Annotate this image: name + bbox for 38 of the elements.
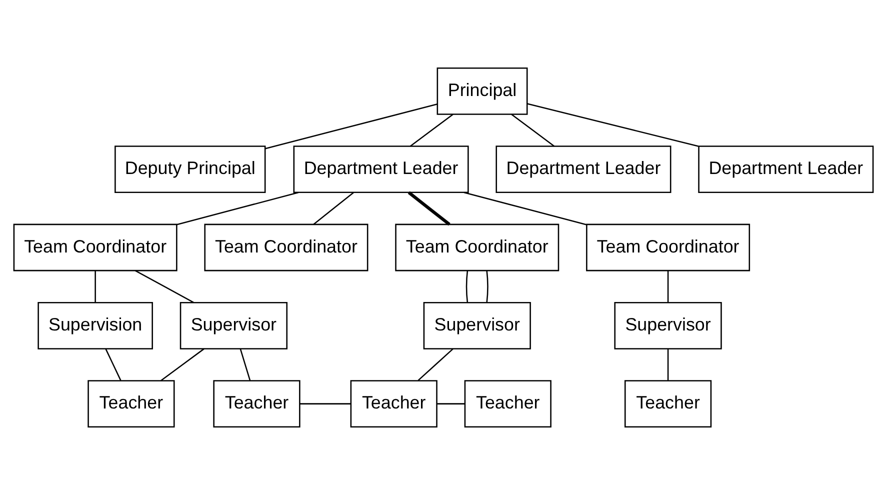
connector: [300, 402, 351, 404]
connector: [94, 270, 96, 302]
connector: [437, 402, 465, 404]
node-box: Teacher: [464, 380, 552, 428]
connector: [486, 270, 488, 302]
node-box: Team Coordinator: [395, 223, 560, 271]
connector: [135, 270, 194, 303]
node-box: Teacher: [213, 380, 300, 428]
node-box: Deputy Principal: [114, 145, 266, 193]
connector: [418, 348, 454, 380]
node-box: Supervisor: [423, 301, 531, 349]
connector: [105, 348, 122, 380]
connector: [410, 113, 454, 146]
connector: [408, 190, 450, 226]
connector: [265, 103, 438, 149]
connector: [466, 270, 468, 302]
connector: [667, 348, 669, 380]
node-box: Teacher: [350, 380, 438, 428]
node-box: Department Leader: [496, 145, 672, 193]
node-box: Department Leader: [698, 145, 874, 193]
connector: [527, 102, 699, 146]
node-box: Team Coordinator: [204, 223, 368, 271]
node-box: Team Coordinator: [586, 223, 750, 271]
connector: [667, 270, 669, 302]
node-box: Supervisor: [614, 301, 722, 349]
connector: [511, 113, 555, 146]
connector: [464, 191, 586, 225]
connector: [240, 348, 251, 380]
node-box: Teacher: [624, 380, 712, 428]
node-box: Supervision: [38, 301, 153, 349]
connector: [176, 191, 299, 225]
node-box: Supervisor: [180, 301, 288, 349]
connector: [313, 192, 354, 224]
node-box: Principal: [436, 66, 528, 114]
node-box: Teacher: [88, 380, 175, 428]
connector: [160, 348, 204, 381]
node-box: Department Leader: [293, 145, 469, 193]
node-box: Team Coordinator: [13, 223, 178, 271]
